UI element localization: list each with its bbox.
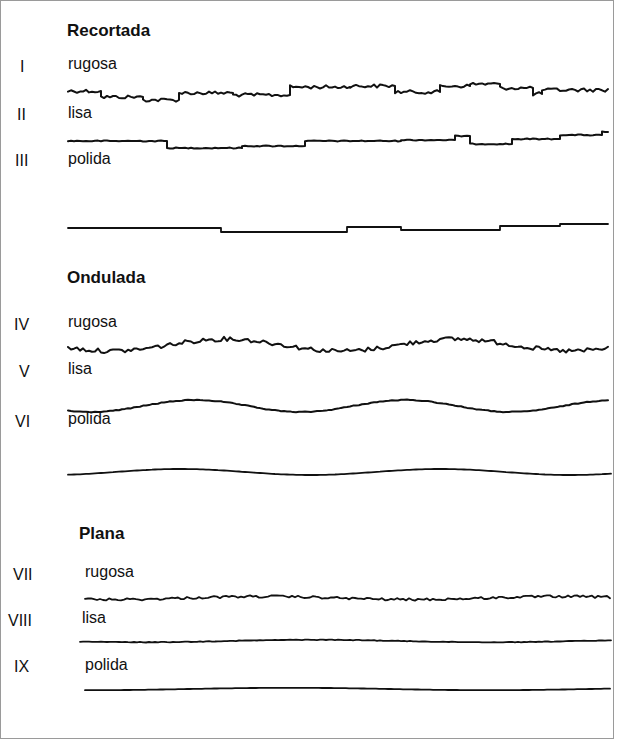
surface-label: polida xyxy=(68,410,111,428)
group-heading: Ondulada xyxy=(67,269,145,287)
joint-profile xyxy=(68,469,611,475)
surface-label: rugosa xyxy=(85,563,134,581)
joint-profile xyxy=(80,640,611,643)
roman-numeral: VII xyxy=(13,566,33,584)
joint-profile xyxy=(68,224,608,232)
roman-numeral: I xyxy=(20,58,24,76)
roman-numeral: III xyxy=(15,152,28,170)
roman-numeral: II xyxy=(17,106,26,124)
surface-label: lisa xyxy=(82,609,106,627)
surface-label: rugosa xyxy=(68,55,117,73)
surface-label: lisa xyxy=(68,360,92,378)
roman-numeral: VIII xyxy=(8,612,32,630)
joint-profile xyxy=(68,132,608,149)
surface-label: polida xyxy=(85,656,128,674)
joint-profile xyxy=(68,83,608,102)
roman-numeral: IV xyxy=(14,316,29,334)
roman-numeral: V xyxy=(19,363,30,381)
group-heading: Plana xyxy=(79,525,124,543)
joint-profile xyxy=(68,400,608,413)
joint-profile xyxy=(85,688,610,690)
roman-numeral: IX xyxy=(14,658,29,676)
group-heading: Recortada xyxy=(67,22,150,40)
joint-profile xyxy=(68,337,608,353)
surface-label: lisa xyxy=(68,104,92,122)
surface-label: polida xyxy=(68,150,111,168)
surface-label: rugosa xyxy=(68,313,117,331)
roman-numeral: VI xyxy=(15,413,30,431)
joint-profile xyxy=(85,595,610,600)
